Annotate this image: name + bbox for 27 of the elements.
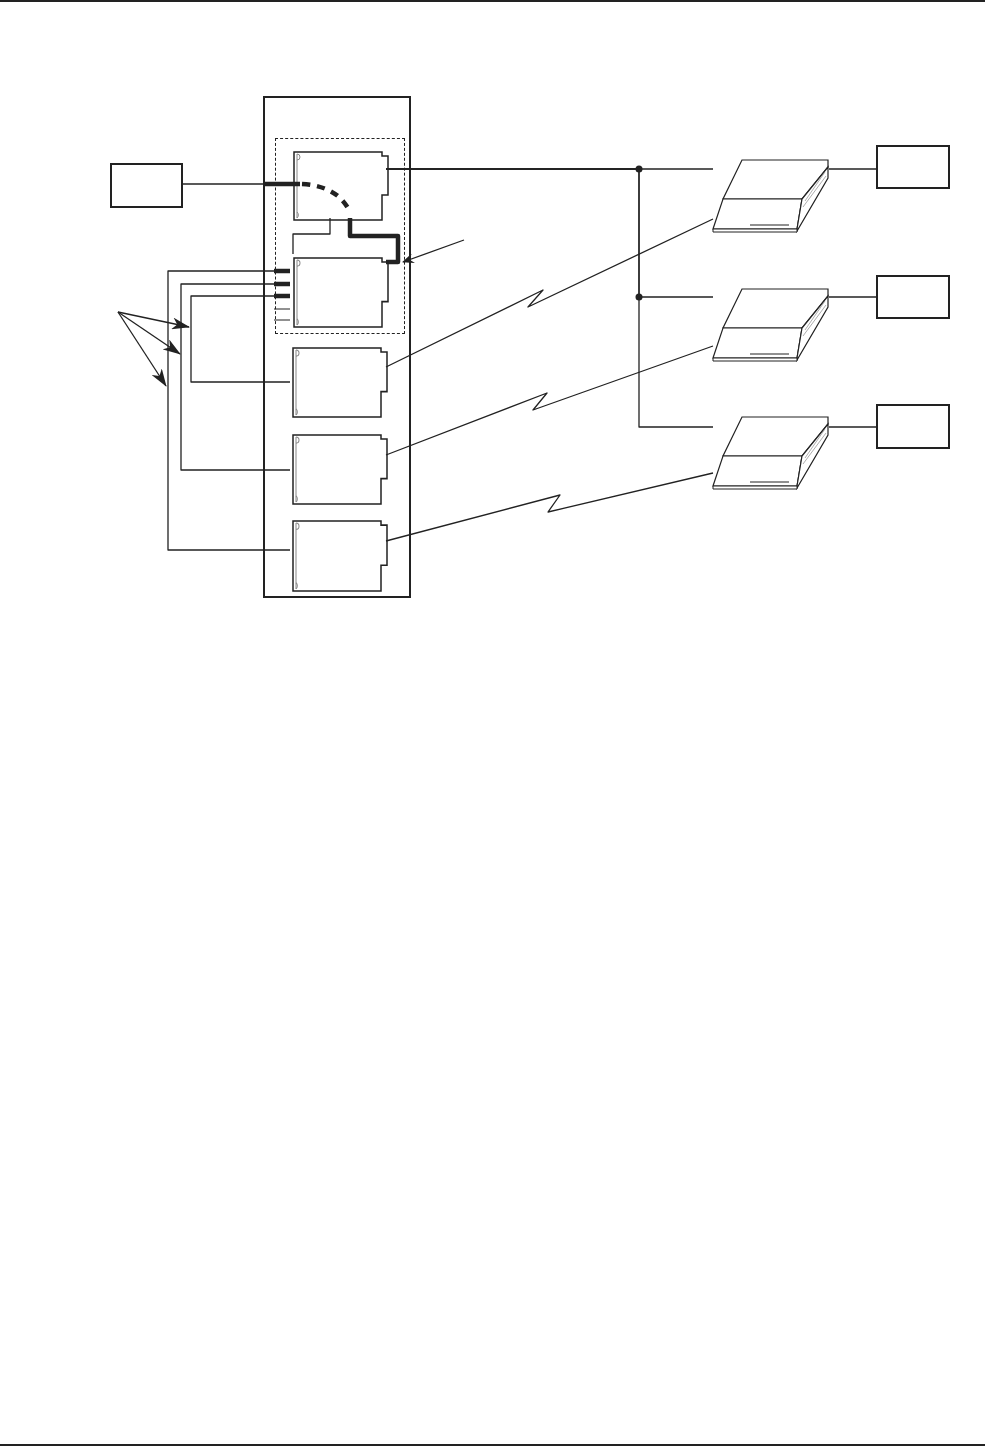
circuit-card [293, 257, 389, 328]
cable-line [292, 217, 331, 255]
circuit-card [292, 520, 388, 592]
terminal-box [876, 404, 950, 449]
cable-line [385, 345, 714, 456]
cable-line [167, 270, 291, 551]
cable-line [347, 218, 401, 265]
modem-drawing [713, 416, 829, 490]
terminal-box [876, 275, 950, 319]
modem-drawing [713, 288, 829, 362]
circuit-card [292, 434, 388, 505]
cable-line [828, 296, 877, 298]
cable-line [180, 283, 291, 471]
cable-line [385, 218, 714, 368]
terminal-box [876, 145, 950, 189]
cable-line [190, 295, 291, 383]
cable-line [385, 168, 714, 428]
dashed-group-outline [275, 138, 405, 334]
terminal-box [110, 163, 183, 208]
chassis-frame [263, 96, 411, 598]
circuit-card [292, 347, 388, 418]
cable-line [828, 168, 877, 170]
cable-line [385, 472, 714, 542]
modem-drawing [713, 159, 829, 233]
circuit-card [293, 151, 389, 221]
cable-line [828, 426, 877, 428]
pointer-arrow [402, 239, 465, 263]
